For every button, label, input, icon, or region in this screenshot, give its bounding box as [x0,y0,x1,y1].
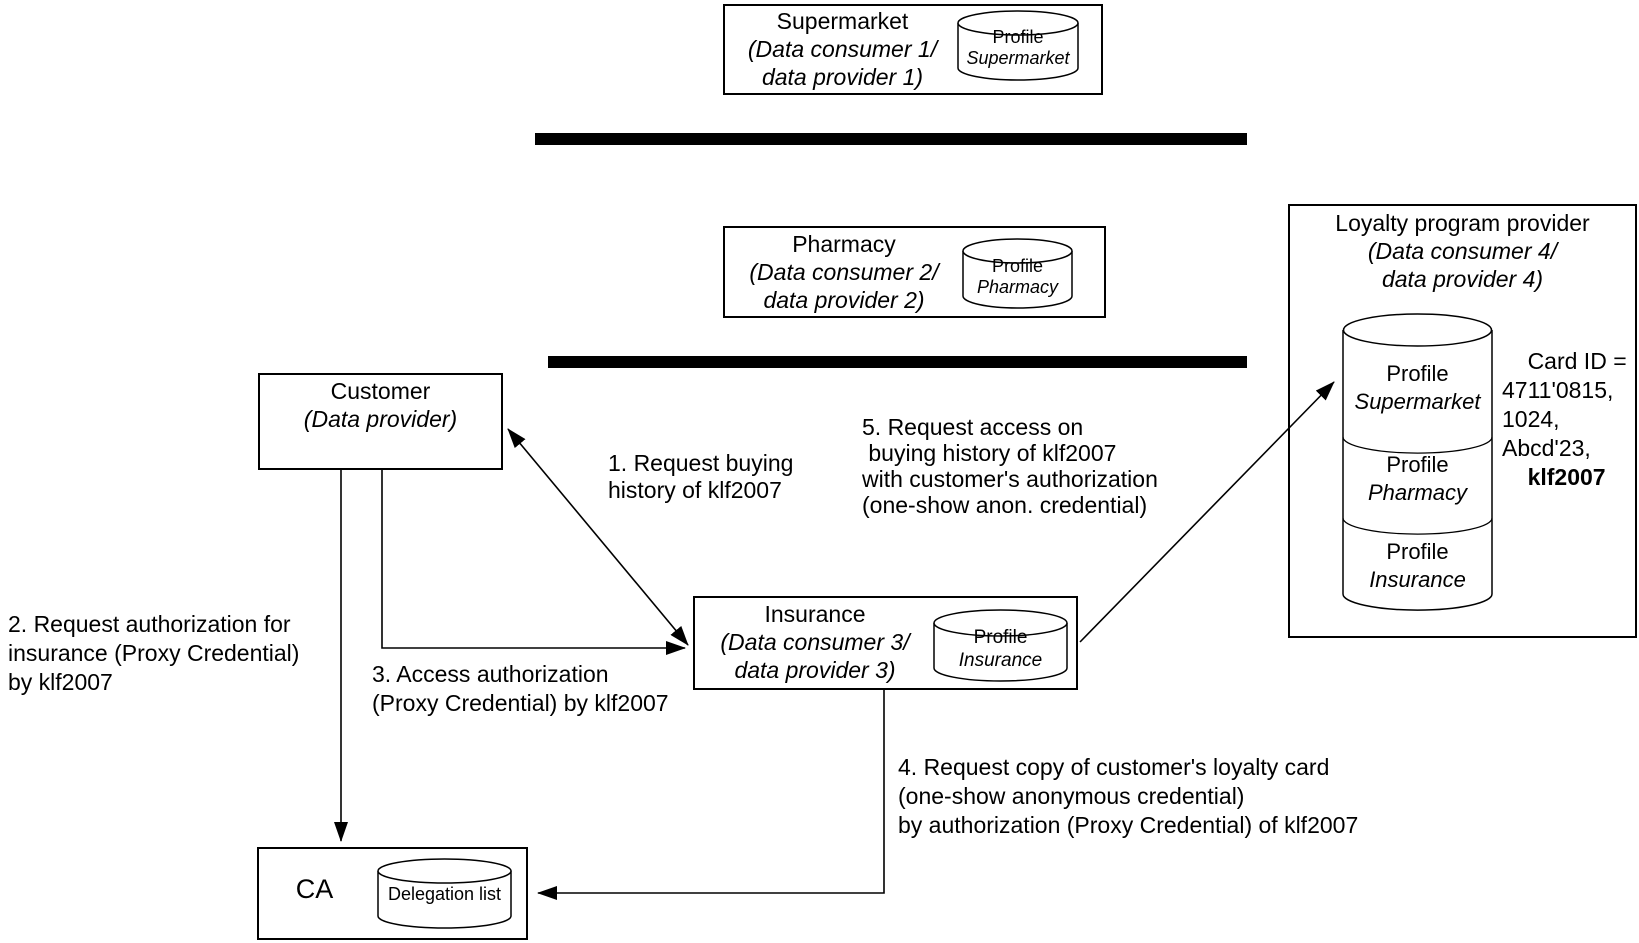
arrow-step4-request-loyalty-card-copy [537,690,885,900]
delegation-list-db-label: Delegation list [387,884,502,904]
pharmacy-title: Pharmacy [792,231,896,257]
stack-profile-supermarket-label: Profile Supermarket [1354,361,1481,414]
delegation-list-db-icon [377,858,512,929]
step5-label: 5. Request access on buying history of k… [862,414,1158,518]
insurance-node-box [693,596,1078,690]
loyalty-node-text: Loyalty program provider (Data consumer … [1290,209,1635,293]
customer-node-text: Customer (Data provider) [258,377,503,433]
profile-supermarket-db-label: Profile Supermarket [966,27,1070,68]
loyalty-title: Loyalty program provider [1335,210,1590,236]
loyalty-subtitle: (Data consumer 4/ data provider 4) [1367,238,1558,292]
pharmacy-node-box [723,226,1106,318]
stack-profile-insurance-label: Profile Insurance [1369,539,1466,592]
step1-label: 1. Request buying history of klf2007 [608,450,794,503]
pharmacy-subtitle: (Data consumer 2/ data provider 2) [749,259,939,313]
profile-pharmacy-db-label: Profile Pharmacy [976,256,1059,297]
customer-subtitle: (Data provider) [303,406,458,432]
insurance-node-text: Insurance (Data consumer 3/ data provide… [695,600,935,684]
insurance-subtitle: (Data consumer 3/ data provider 3) [720,629,910,683]
ca-node-box [257,847,528,940]
supermarket-node-text: Supermarket (Data consumer 1/ data provi… [725,7,960,91]
insurance-title: Insurance [764,601,866,627]
card-id-highlight: klf2007 [1527,464,1606,490]
customer-title: Customer [330,378,431,404]
profile-insurance-db-icon [933,609,1068,682]
supermarket-title: Supermarket [776,8,909,34]
step2-label: 2. Request authorization for insurance (… [8,611,300,695]
profile-supermarket-db-icon [957,10,1079,81]
step3-label: 3. Access authorization (Proxy Credentia… [372,661,669,716]
separator-bar-1 [535,133,1247,145]
pharmacy-node-text: Pharmacy (Data consumer 2/ data provider… [725,230,963,314]
stack-profile-pharmacy-label: Profile Pharmacy [1367,452,1468,505]
profile-pharmacy-db-icon [962,238,1073,309]
step4-label: 4. Request copy of customer's loyalty ca… [898,754,1359,838]
ca-title: CA [295,874,334,904]
loyalty-profiles-stack-db-icon [1342,313,1493,611]
supermarket-node-box [723,4,1103,95]
card-id-annotation: Card ID = 4711'0815, 1024, Abcd'23, klf2… [1502,348,1627,490]
customer-node-box [258,373,503,470]
profile-insurance-db-label: Profile Insurance [958,627,1043,671]
separator-bar-2 [548,356,1247,368]
supermarket-subtitle: (Data consumer 1/ data provider 1) [747,36,938,90]
